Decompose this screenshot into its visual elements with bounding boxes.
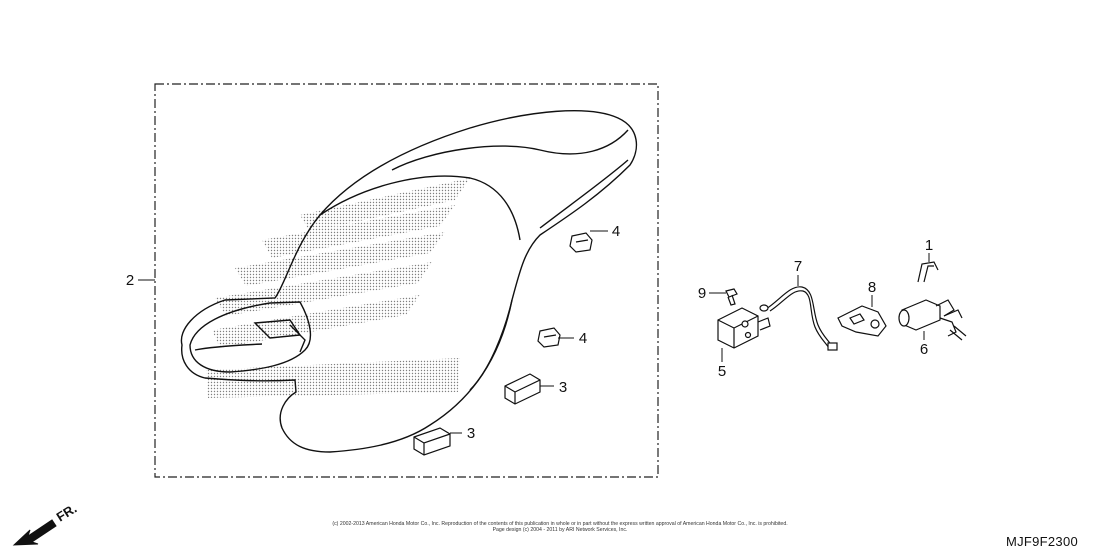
callout-8: 8 [868,279,876,296]
cushion-part-4b [537,327,561,348]
leader-lines [138,230,930,434]
cushion-part-4a [569,232,593,253]
rubber-block-3b [413,427,451,456]
cover-plate-part-8 [837,305,887,337]
bolt-part-9 [725,288,738,306]
rubber-block-3a [504,373,541,405]
callout-3-upper: 3 [559,379,567,396]
seat-lock-cable-part-7 [759,286,838,351]
callout-3-lower: 3 [467,425,475,442]
callout-2: 2 [126,272,134,289]
seat-assembly-frame [154,83,659,478]
callout-5: 5 [718,363,726,380]
wing-emblem-graphic [206,178,470,398]
callout-9: 9 [698,285,706,302]
latch-bracket-part-5 [717,307,771,349]
seat-illustration [180,110,638,453]
callout-7: 7 [794,258,802,275]
diagram-code: MJF9F2300 [1005,534,1078,549]
front-direction-indicator: FR. [12,501,80,546]
callout-6: 6 [920,341,928,358]
front-label: FR. [54,501,80,525]
callout-1: 1 [925,237,933,254]
page-design-notice: Page design (c) 2004 - 2011 by ARI Netwo… [492,527,628,533]
copyright-notice: (c) 2002-2013 American Honda Motor Co., … [332,521,788,527]
callout-4-lower: 4 [579,330,587,347]
callout-4-upper: 4 [612,223,620,240]
front-arrow-icon [12,519,57,546]
clip-part-1 [917,261,939,283]
key-cylinder-part-6 [898,299,967,341]
